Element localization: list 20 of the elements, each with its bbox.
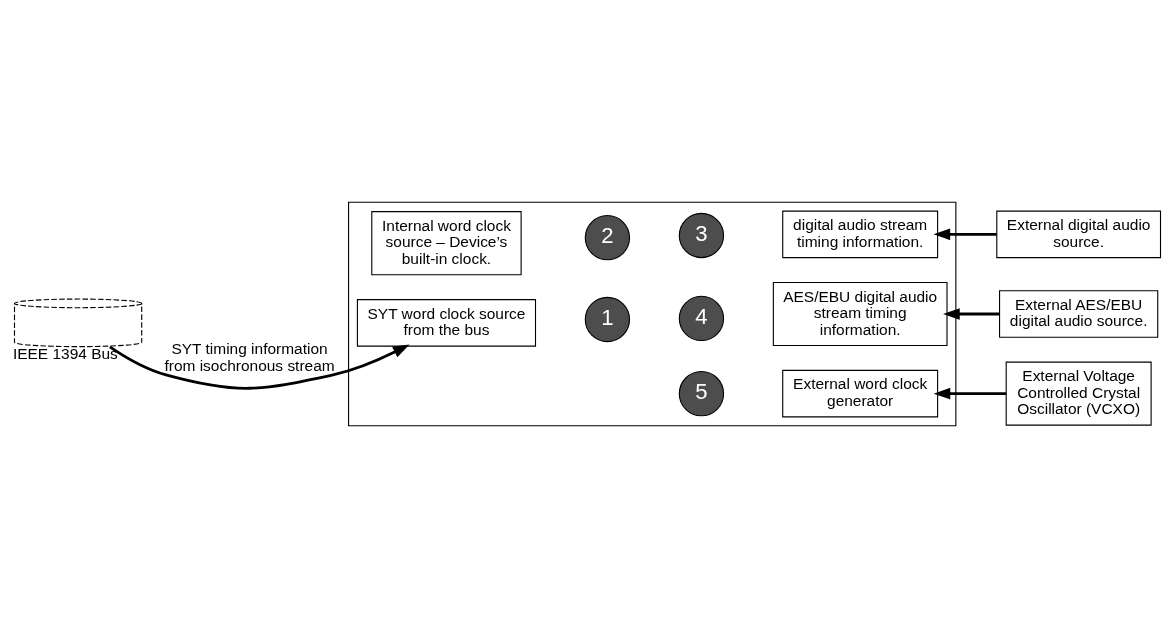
node-box: SYT word clock source from the bus [356, 299, 537, 347]
arrow [933, 228, 997, 241]
arrow [109, 344, 410, 390]
node-box: AES/EBU digital audio stream timing information. [772, 281, 948, 347]
cluster [348, 201, 957, 427]
node-box: External Voltage Controlled Crystal Oscillator (VCXO) [1005, 361, 1152, 426]
node-circle: 4 [678, 295, 725, 342]
node-box: digital audio stream timing information. [782, 210, 939, 259]
node-circle: 2 [584, 215, 631, 261]
node-box: External digital audio source. [996, 210, 1162, 259]
node-box: External word clock generator [782, 369, 939, 418]
node-circle: 3 [678, 212, 725, 259]
node-box: Internal word clock source – Device’s built-in clock. [371, 211, 522, 276]
node-label: IEEE 1394 Bus [12, 345, 118, 363]
arrow [933, 387, 1007, 400]
edge-label: SYT timing information from isochronous stream [164, 340, 335, 374]
arrow [943, 308, 1000, 320]
node-box: External AES/EBU digital audio source. [999, 290, 1159, 338]
node-circle: 1 [584, 296, 631, 343]
node-circle: 5 [678, 370, 725, 417]
